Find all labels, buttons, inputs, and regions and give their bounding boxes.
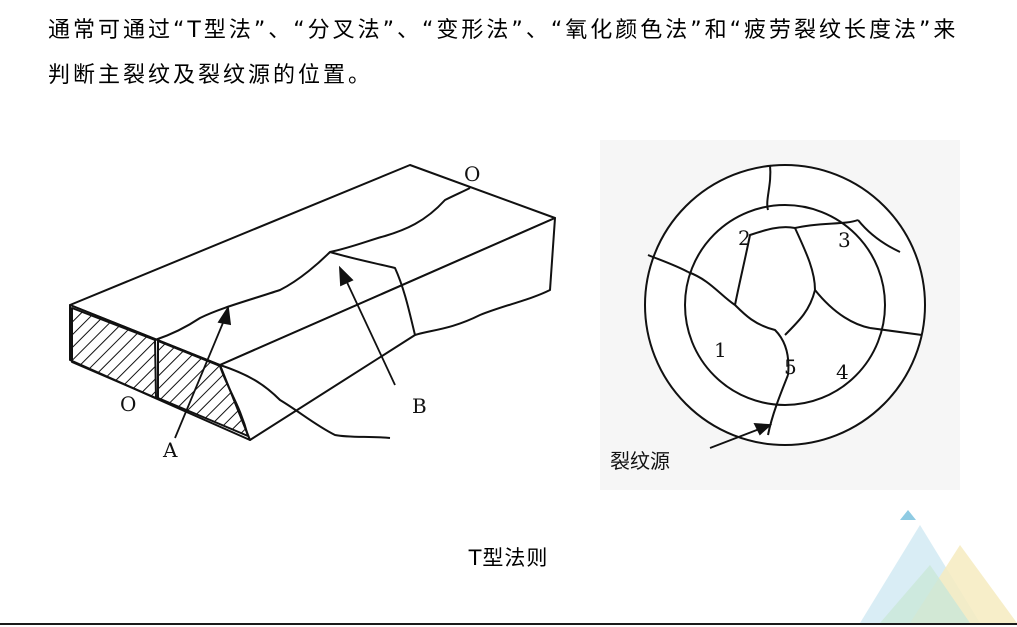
label-o-left: O xyxy=(120,392,137,416)
region-4-label: 4 xyxy=(836,360,849,384)
figure-caption: T型法则 xyxy=(468,546,549,570)
tube-crack-figure: 1 2 3 4 5 裂纹源 xyxy=(600,140,960,490)
tube-drawing xyxy=(600,140,960,490)
bottom-divider xyxy=(0,623,1017,625)
t-method-block-figure: O O A B xyxy=(50,140,570,470)
label-a: A xyxy=(163,438,178,462)
region-3-label: 3 xyxy=(838,228,851,252)
region-1-label: 1 xyxy=(714,338,727,362)
label-o-top: O xyxy=(464,162,481,186)
block-drawing xyxy=(69,164,556,441)
decorative-triangles xyxy=(860,510,1017,623)
region-5-label: 5 xyxy=(784,355,797,379)
region-2-label: 2 xyxy=(738,226,751,250)
crack-origin-label: 裂纹源 xyxy=(610,449,670,473)
body-paragraph: 通常可通过“T型法”、“分叉法”、“变形法”、“氧化颜色法”和“疲劳裂纹长度法”… xyxy=(48,18,959,88)
label-b: B xyxy=(412,394,427,418)
